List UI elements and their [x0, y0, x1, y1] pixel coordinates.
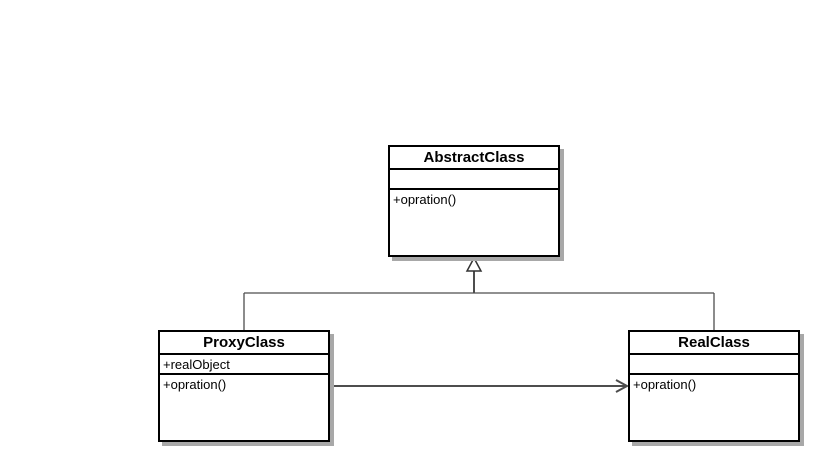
inheritance-triangle-icon [465, 256, 483, 272]
generalization-connector[interactable] [243, 256, 715, 330]
class-box-abstractclass[interactable]: AbstractClass +opration() [388, 145, 560, 257]
association-connector[interactable] [330, 379, 630, 393]
methods-section: +opration() [160, 375, 328, 393]
association-arrowhead-icon [615, 379, 630, 393]
class-box-proxyclass[interactable]: ProxyClass +realObject +opration() [158, 330, 330, 442]
class-name: ProxyClass [160, 332, 328, 355]
method-label: +opration() [633, 377, 697, 392]
attributes-section [630, 355, 798, 375]
class-name: RealClass [630, 332, 798, 355]
method-label: +opration() [163, 377, 227, 392]
methods-section: +opration() [390, 190, 558, 208]
attributes-section: +realObject [160, 355, 328, 375]
method-label: +opration() [393, 192, 457, 207]
methods-section: +opration() [630, 375, 798, 393]
class-name: AbstractClass [390, 147, 558, 170]
attribute-label: +realObject [163, 357, 230, 372]
attributes-section [390, 170, 558, 190]
class-box-realclass[interactable]: RealClass +opration() [628, 330, 800, 442]
